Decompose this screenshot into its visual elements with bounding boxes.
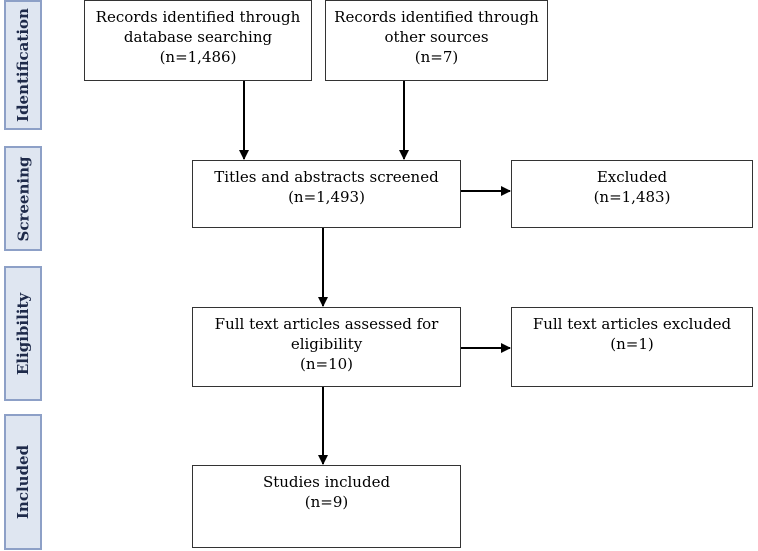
stage-label-included: Included: [4, 414, 42, 550]
box-database-line2: database searching: [123, 28, 273, 46]
box-screened-line1: Titles and abstracts screened: [214, 168, 439, 186]
stage-label-screening: Screening: [4, 146, 42, 251]
box-included-line1: Studies included: [262, 473, 391, 491]
box-fulltext-excluded-line1: Full text articles excluded: [532, 315, 732, 333]
box-excluded-count: (n=1,483): [593, 188, 671, 206]
box-database-line1: Records identified through: [95, 8, 301, 26]
stage-label-eligibility: Eligibility: [4, 266, 42, 401]
box-other-count: (n=7): [414, 48, 459, 66]
box-other-line2: other sources: [384, 28, 489, 46]
box-fulltext-assessed: Full text articles assessed for eligibil…: [192, 307, 461, 387]
box-other-sources: Records identified through other sources…: [325, 0, 548, 81]
box-excluded: Excluded (n=1,483): [511, 160, 753, 228]
box-database-count: (n=1,486): [159, 48, 237, 66]
stage-label-identification-text: Identification: [14, 8, 33, 122]
box-fulltext-line1: Full text articles assessed for: [214, 315, 439, 333]
box-fulltext-count: (n=10): [299, 355, 354, 373]
box-fulltext-excluded-count: (n=1): [610, 335, 654, 353]
stage-label-included-text: Included: [14, 444, 32, 520]
box-fulltext-excluded: Full text articles excluded (n=1): [511, 307, 753, 387]
box-studies-included: Studies included (n=9): [192, 465, 461, 548]
stage-label-identification: Identification: [4, 0, 42, 130]
stage-label-screening-text: Screening: [14, 156, 32, 241]
box-titles-abstracts-screened: Titles and abstracts screened (n=1,493): [192, 160, 461, 228]
box-included-count: (n=9): [304, 493, 349, 511]
box-other-line1: Records identified through: [334, 8, 539, 26]
box-excluded-line1: Excluded: [596, 168, 668, 186]
box-screened-count: (n=1,493): [288, 188, 365, 206]
box-fulltext-line2: eligibility: [290, 335, 363, 353]
stage-label-eligibility-text: Eligibility: [14, 292, 32, 375]
box-database-records: Records identified through database sear…: [84, 0, 312, 81]
